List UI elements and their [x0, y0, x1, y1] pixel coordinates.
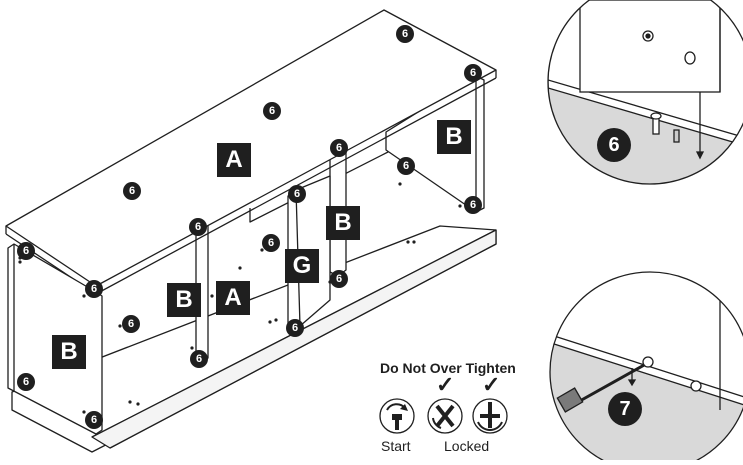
part-label-b-right: B [437, 120, 471, 154]
hardware-callout: 6 [189, 218, 207, 236]
hardware-callout: 6 [397, 157, 415, 175]
hardware-callout: 6 [288, 185, 306, 203]
hardware-callout: 6 [17, 242, 35, 260]
hardware-callout: 6 [262, 234, 280, 252]
detail-circle-screwdriver [549, 271, 743, 465]
check-mark-icon: ✓ [482, 372, 501, 397]
part-label-b-middle: B [326, 206, 360, 240]
detail-callout-7: 7 [608, 392, 642, 426]
locked-label: Locked [444, 438, 490, 454]
floor-board [91, 229, 497, 449]
hardware-callout: 6 [122, 315, 140, 333]
hardware-callout: 6 [123, 182, 141, 200]
hardware-callout: 6 [190, 350, 208, 368]
hardware-callout: 6 [464, 196, 482, 214]
torque-icons [379, 398, 508, 434]
hardware-callout: 6 [85, 280, 103, 298]
hardware-callout: 6 [263, 102, 281, 120]
torque-warning-title: Do Not Over Tighten [380, 360, 516, 376]
hardware-callout: 6 [396, 25, 414, 43]
start-label: Start [381, 438, 411, 454]
hardware-callout: 6 [464, 64, 482, 82]
part-label-b-left: B [52, 335, 86, 369]
part-label-g: G [285, 249, 319, 283]
detail-callout-6: 6 [597, 128, 631, 162]
hardware-callout: 6 [286, 319, 304, 337]
part-label-b-inner: B [167, 283, 201, 317]
hardware-callout: 6 [85, 411, 103, 429]
hardware-callout: 6 [330, 270, 348, 288]
detail-circle-cam [547, 0, 743, 185]
part-label-a-bottom: A [216, 281, 250, 315]
hardware-callout: 6 [330, 139, 348, 157]
part-label-a-top: A [217, 143, 251, 177]
hardware-callout: 6 [17, 373, 35, 391]
check-mark-icon: ✓ [436, 372, 455, 397]
